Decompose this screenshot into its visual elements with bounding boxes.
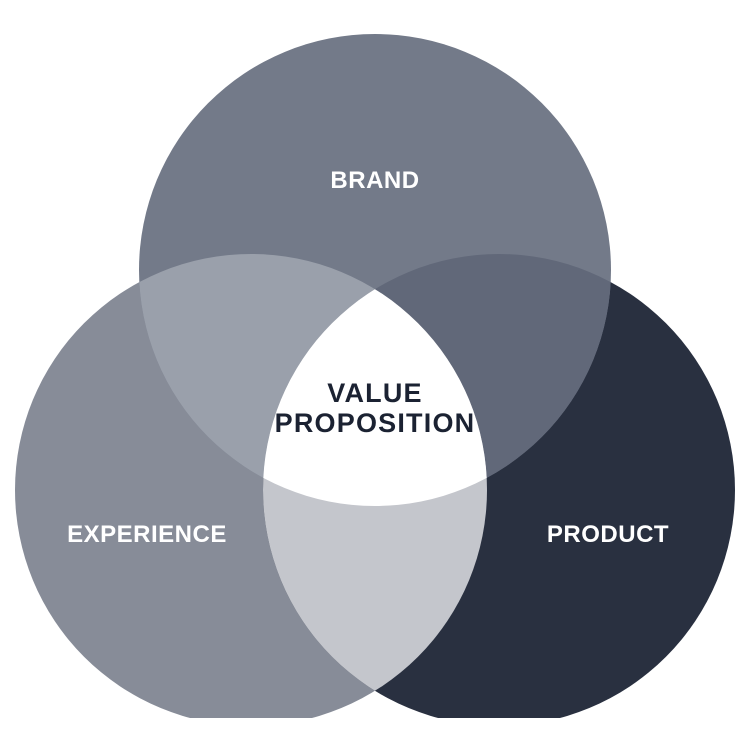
brand-label: BRAND <box>330 167 419 194</box>
value-proposition-label-line1: VALUE <box>327 378 423 408</box>
center-overlap-clip-b <box>263 254 487 506</box>
product-label: PRODUCT <box>547 521 669 548</box>
experience-label: EXPERIENCE <box>67 521 227 548</box>
venn-circles-group: BRAND EXPERIENCE PRODUCT VALUE PROPOSITI… <box>15 34 735 718</box>
value-proposition-label-line2: PROPOSITION <box>275 408 476 438</box>
center-overlap-clip-a <box>263 254 487 506</box>
center-overlap <box>263 254 487 506</box>
